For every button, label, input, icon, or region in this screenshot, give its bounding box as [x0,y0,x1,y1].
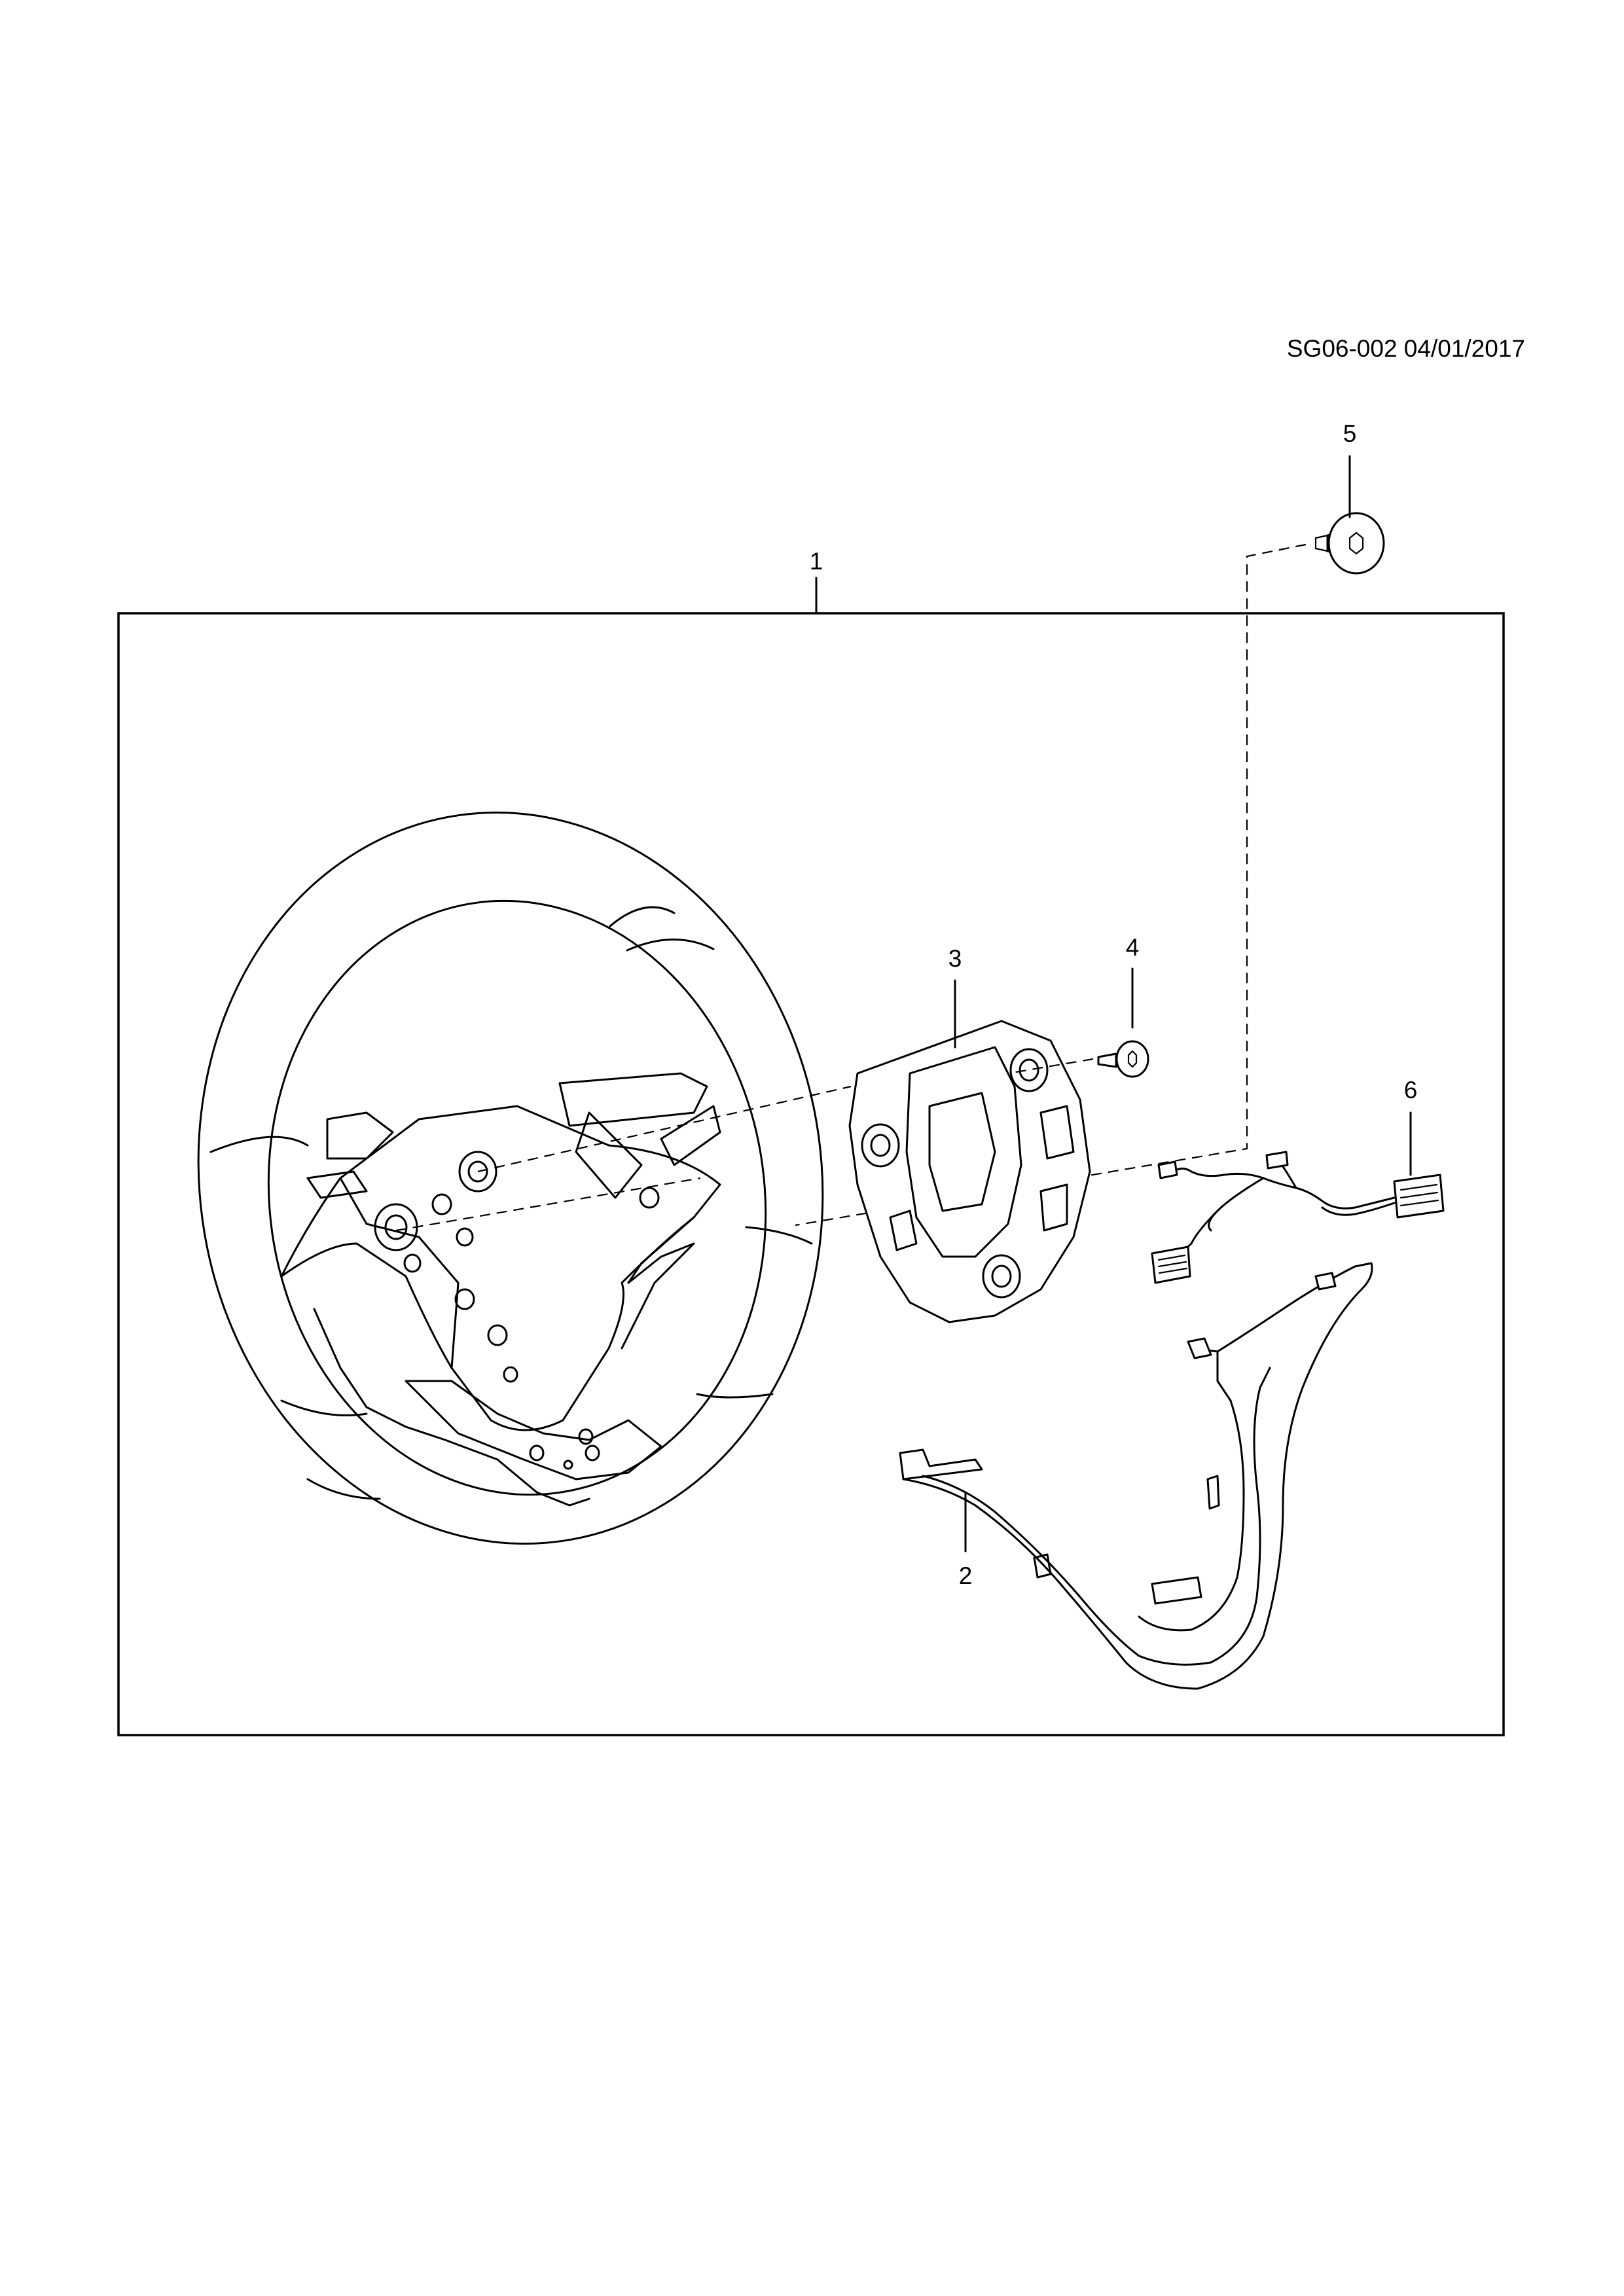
callout-4: 4 [1126,934,1140,961]
bracket-axis-line-2 [395,1177,701,1232]
cover-screw-part [1314,512,1385,575]
bracket-screw-axis-line [1007,1058,1094,1075]
callout-1: 1 [810,548,823,575]
callout-3: 3 [948,945,962,972]
bracket-axis-line [477,1085,852,1173]
bracket-screw-part [1097,1040,1149,1078]
wiring-harness-part [1151,1151,1445,1284]
callout-2: 2 [959,1562,973,1589]
callout-5: 5 [1343,420,1357,447]
drawing-reference: SG06-002 04/01/2017 [1287,335,1525,362]
steering-wheel [197,812,824,1545]
assembly-frame [117,612,1505,1736]
callout-6: 6 [1404,1077,1418,1103]
bracket-part [848,1020,1091,1323]
lower-trim-part [899,1262,1373,1690]
